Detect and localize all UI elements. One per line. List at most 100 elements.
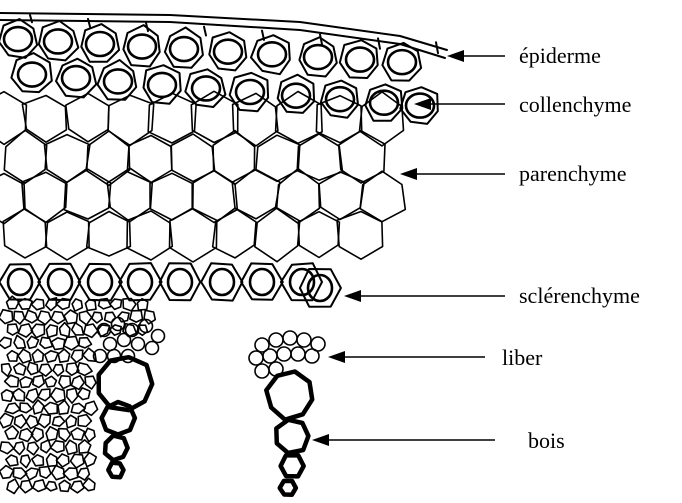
parenchyme-cell xyxy=(64,169,111,219)
phloem-cell xyxy=(132,338,145,351)
phloem-cell xyxy=(263,349,277,363)
tissue-cell xyxy=(53,365,64,376)
tissue-cell xyxy=(72,323,84,335)
sclerenchyme-lumen xyxy=(88,269,112,295)
sclerenchyme-lumen xyxy=(168,269,192,295)
phloem-cell xyxy=(146,342,159,355)
tissue-cell xyxy=(79,311,91,325)
tissue-cell xyxy=(7,479,19,494)
phloem-cell xyxy=(112,318,125,331)
tissue-cell xyxy=(85,376,96,389)
tissue-cell xyxy=(66,415,76,428)
tissue-cell xyxy=(56,454,69,467)
sclerenchyme-lumen xyxy=(250,269,274,295)
epidermis-cell-wall xyxy=(204,27,206,36)
epidermis-cell-wall xyxy=(436,42,438,53)
tissue-cell xyxy=(84,324,98,337)
tissue-cell xyxy=(46,482,57,491)
tissue-cell xyxy=(47,454,57,467)
xylem-vessel xyxy=(108,463,123,477)
sclerenchyme-layer xyxy=(0,263,341,307)
tissue-cell xyxy=(25,310,38,323)
tissue-cell xyxy=(38,311,51,325)
tissue-cell xyxy=(45,376,56,387)
tissue-cell xyxy=(14,335,25,348)
tissue-cell xyxy=(64,310,77,324)
tissue-cell xyxy=(2,364,12,377)
label-epiderme: épiderme xyxy=(519,43,601,68)
parenchyme-cell xyxy=(298,212,339,258)
tissue-cell xyxy=(66,440,78,454)
parenchyme-cell xyxy=(22,172,67,222)
tissue-cell xyxy=(84,453,96,467)
phloem-cell xyxy=(269,333,283,347)
collenchyme-cell xyxy=(346,48,374,72)
tissue-cell xyxy=(59,376,71,389)
parenchyme-cell xyxy=(22,96,66,143)
tissue-cell xyxy=(7,324,18,335)
tissue-cell xyxy=(71,481,84,493)
right-phloem-cluster xyxy=(249,331,325,378)
parenchyme-cell xyxy=(150,173,193,220)
tissue-cell xyxy=(144,310,155,324)
collenchyme-cell xyxy=(170,37,198,61)
tissue-cell xyxy=(31,299,44,310)
tissue-cell xyxy=(14,442,25,455)
tissue-cell xyxy=(46,427,58,441)
collenchyme-cell xyxy=(62,66,90,90)
label-sclerenchyme: sclérenchyme xyxy=(519,283,640,308)
tissue-cell xyxy=(40,337,53,348)
tissue-cell xyxy=(59,429,71,442)
tissue-cell xyxy=(6,455,18,466)
tissue-cell xyxy=(130,311,143,323)
sclerenchyme-lumen xyxy=(8,269,32,295)
tissue-cell xyxy=(5,403,20,414)
epidermis-cell-wall xyxy=(378,38,380,48)
tissue-cell xyxy=(18,349,31,363)
label-bois: bois xyxy=(528,428,565,453)
parenchyme-cell xyxy=(87,212,131,257)
xylem-vessel xyxy=(105,436,128,461)
tissue-cell xyxy=(71,403,85,413)
sclerenchyme-lumen xyxy=(128,269,152,295)
tissue-cell xyxy=(2,390,14,402)
xylem-vessel xyxy=(266,372,312,420)
tissue-cell xyxy=(59,480,70,491)
tissue-cell xyxy=(63,468,78,480)
arrow-liber xyxy=(328,351,485,363)
collenchyme-cell xyxy=(18,63,46,87)
label-collenchyme: collenchyme xyxy=(519,92,631,117)
tissue-cell xyxy=(72,299,82,311)
collenchyme-cell xyxy=(86,32,114,56)
tissue-cell xyxy=(5,426,18,439)
right-xylem-vessels xyxy=(266,372,312,495)
tissue-cell xyxy=(51,312,65,324)
tissue-cell xyxy=(92,312,103,323)
arrow-parenchyme xyxy=(400,168,505,180)
tissue-cell xyxy=(78,415,91,427)
tissue-cell xyxy=(67,388,78,403)
tissue-cell xyxy=(33,480,46,492)
parenchyme-cell xyxy=(213,131,255,185)
phloem-cell xyxy=(249,351,263,365)
parenchyme-cell xyxy=(127,136,172,183)
phloem-cell xyxy=(283,331,297,345)
tissue-cell xyxy=(0,337,11,348)
tissue-cell xyxy=(14,363,26,375)
tissue-cell xyxy=(32,349,43,362)
parenchyme-cell xyxy=(337,212,383,260)
arrow-sclerenchyme xyxy=(344,290,505,302)
tissue-cell xyxy=(58,349,69,362)
phloem-cell xyxy=(104,338,117,351)
collenchyme-cell xyxy=(304,45,332,69)
tissue-cell xyxy=(20,403,32,413)
xylem-vessel xyxy=(99,357,153,410)
tissue-cell xyxy=(0,442,14,454)
tissue-cell xyxy=(41,440,51,453)
phloem-cell xyxy=(118,334,131,347)
tissue-cell xyxy=(5,375,19,387)
tissue-cell xyxy=(64,336,79,350)
tissue-cell xyxy=(27,442,39,455)
tissue-cell xyxy=(0,310,13,324)
left-xylem-vessels xyxy=(99,357,153,477)
